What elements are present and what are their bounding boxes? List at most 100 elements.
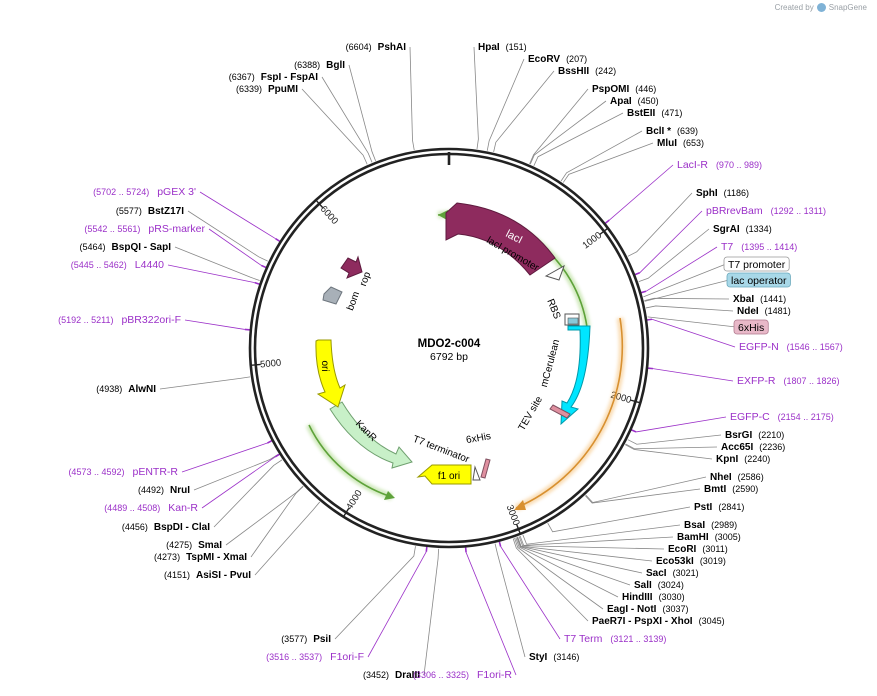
boxed-feature-label: T7 promoter <box>728 259 786 271</box>
site-name: Acc65I <box>721 442 753 453</box>
restriction-site-styi[interactable]: StyI(3146) <box>529 652 579 663</box>
restriction-site-psti[interactable]: PstI(2841) <box>694 502 744 513</box>
restriction-site-ppumi[interactable]: PpuMI(6339) <box>236 84 298 95</box>
restriction-site-ecorv[interactable]: EcoRV(207) <box>528 54 587 65</box>
site-leader-line <box>638 228 710 282</box>
boxed-feature-label: lac operator <box>731 275 787 287</box>
primer-leader-line <box>201 456 276 509</box>
site-position: (3037) <box>662 604 688 614</box>
site-position: (450) <box>638 96 659 106</box>
boxed-feature-6xhis[interactable]: 6xHis <box>733 319 769 335</box>
site-leader-line <box>645 305 734 312</box>
primer-laci-r[interactable]: LacI-R(970 .. 989) <box>677 159 762 171</box>
length-tick-label: 5000 <box>260 358 282 371</box>
restriction-site-bsrgi[interactable]: BsrGI(2210) <box>725 430 784 441</box>
restriction-site-saci[interactable]: SacI(3021) <box>646 568 699 579</box>
restriction-site-sali[interactable]: SalI(3024) <box>634 580 684 591</box>
restriction-site-draiii[interactable]: DraIII(3452) <box>363 670 420 681</box>
restriction-site-bmti[interactable]: BmtI(2590) <box>704 484 758 495</box>
restriction-site-paer7i-pspxi-xhoi[interactable]: PaeR7I - PspXI - XhoI(3045) <box>592 616 725 627</box>
restriction-site-mlui[interactable]: MluI(653) <box>657 138 704 149</box>
restriction-site-bgli[interactable]: BglI(6388) <box>294 60 345 71</box>
site-position: (6388) <box>294 60 320 70</box>
restriction-site-xbai[interactable]: XbaI(1441) <box>733 294 786 305</box>
restriction-site-bsteii[interactable]: BstEII(471) <box>627 108 682 119</box>
site-leader-line <box>516 537 631 586</box>
restriction-site-eagi-noti[interactable]: EagI - NotI(3037) <box>607 604 688 615</box>
length-tick-mark <box>630 399 640 404</box>
feature-arrows <box>305 202 626 512</box>
restriction-site-bamhi[interactable]: BamHI(3005) <box>677 532 741 543</box>
site-leader-line <box>494 543 526 658</box>
site-name: NruI <box>170 485 190 496</box>
primer-pbrrevbam[interactable]: pBRrevBam(1292 .. 1311) <box>706 205 826 217</box>
primer-leader-line <box>608 164 674 221</box>
primer-f1ori-f[interactable]: F1ori-F(3516 .. 3537) <box>266 651 364 663</box>
primer-leader-line <box>635 416 727 433</box>
restriction-site-ecori[interactable]: EcoRI(3011) <box>668 544 728 555</box>
primer-range: (2154 .. 2175) <box>778 412 834 422</box>
site-position: (4273) <box>154 552 180 562</box>
boxed-feature-bg <box>733 319 769 335</box>
primer-exfp-r[interactable]: EXFP-R(1807 .. 1826) <box>737 375 840 387</box>
restriction-site-pspomi[interactable]: PspOMI(446) <box>592 84 656 95</box>
backbone-outer-strand <box>248 147 650 549</box>
restriction-site-fspi-fspai[interactable]: FspI - FspAI(6367) <box>229 72 318 83</box>
site-position: (4492) <box>138 485 164 495</box>
site-name: PsiI <box>313 634 331 645</box>
primer-l4440[interactable]: L4440(5445 .. 5462) <box>71 259 164 271</box>
primer-t7-term[interactable]: T7 Term(3121 .. 3139) <box>564 633 666 645</box>
restriction-site-sgrai[interactable]: SgrAI(1334) <box>713 224 772 235</box>
rop-label: rop <box>358 270 373 288</box>
restriction-site-hindiii[interactable]: HindIII(3030) <box>622 592 685 603</box>
restriction-site-apai[interactable]: ApaI(450) <box>610 96 659 107</box>
restriction-site-nhei[interactable]: NheI(2586) <box>710 472 764 483</box>
primer-pbr322ori-f[interactable]: pBR322ori-F(5192 .. 5211) <box>58 314 181 326</box>
restriction-site-nrui[interactable]: NruI (4492) <box>138 485 190 496</box>
restriction-site-bspqi-sapi[interactable]: BspQI - SapI(5464) <box>80 242 172 253</box>
restriction-site-hpai[interactable]: HpaI(151) <box>478 42 527 53</box>
site-leader-line <box>473 46 479 150</box>
restriction-site-pshai[interactable]: PshAI(6604) <box>346 42 407 53</box>
site-name: HindIII <box>622 592 653 603</box>
restriction-site-bsshii[interactable]: BssHII(242) <box>558 66 616 77</box>
restriction-site-asisi-pvui[interactable]: AsiSI - PvuI(4151) <box>164 570 251 581</box>
restriction-site-tspmi-xmai[interactable]: TspMI - XmaI(4273) <box>154 552 247 563</box>
site-position: (3045) <box>699 616 725 626</box>
length-tick-label: 6000 <box>318 204 340 227</box>
site-leader-line <box>174 246 260 281</box>
created-by-label: Created by <box>774 3 814 12</box>
site-name: SalI <box>634 580 652 591</box>
primer-egfp-n[interactable]: EGFP-N(1546 .. 1567) <box>739 341 843 353</box>
primer-name: pGEX 3' <box>157 186 196 198</box>
rop-feature-arrow <box>340 255 363 279</box>
site-name: HpaI <box>478 42 500 53</box>
site-name: PstI <box>694 502 713 513</box>
restriction-site-acc65i[interactable]: Acc65I(2236) <box>721 442 785 453</box>
site-name: BspDI - ClaI <box>154 522 210 533</box>
snapgene-logo-icon <box>816 3 826 12</box>
primer-prs-marker[interactable]: pRS-marker(5542 .. 5561) <box>84 223 205 235</box>
restriction-site-alwni[interactable]: AlwNI(4938) <box>96 384 156 395</box>
site-name: StyI <box>529 652 548 663</box>
restriction-site-sphi[interactable]: SphI(1186) <box>696 188 749 199</box>
restriction-site-bcli[interactable]: BclI *(639) <box>646 126 698 137</box>
primer-range: (5445 .. 5462) <box>71 260 127 270</box>
box-leader-line <box>647 316 737 328</box>
restriction-site-eco53ki[interactable]: Eco53kI(3019) <box>656 556 726 567</box>
restriction-site-bstz17i[interactable]: BstZ17I(5577) <box>116 206 184 217</box>
boxed-feature-lac-operator[interactable]: lac operator <box>726 272 791 288</box>
primer-kan-r[interactable]: Kan-R(4489 .. 4508) <box>104 502 198 514</box>
primer-f1ori-r[interactable]: F1ori-R(3306 .. 3325) <box>413 669 512 681</box>
restriction-site-kpni[interactable]: KpnI(2240) <box>716 454 770 465</box>
primer-pgex-3[interactable]: pGEX 3'(5702 .. 5724) <box>93 186 196 198</box>
boxed-feature-t7-promoter[interactable]: T7 promoter <box>723 256 790 272</box>
restriction-site-smai[interactable]: SmaI(4275) <box>166 540 222 551</box>
primer-pentr-r[interactable]: pENTR-R(4573 .. 4592) <box>68 466 178 478</box>
primer-t7[interactable]: T7(1395 .. 1414) <box>721 241 797 253</box>
restriction-site-bsai[interactable]: BsaI(2989) <box>684 520 737 531</box>
restriction-site-ndei[interactable]: NdeI(1481) <box>737 306 791 317</box>
restriction-site-psii[interactable]: PsiI(3577) <box>281 634 331 645</box>
restriction-site-bspdi-clai[interactable]: BspDI - ClaI(4456) <box>122 522 210 533</box>
primer-egfp-c[interactable]: EGFP-C(2154 .. 2175) <box>730 411 834 423</box>
